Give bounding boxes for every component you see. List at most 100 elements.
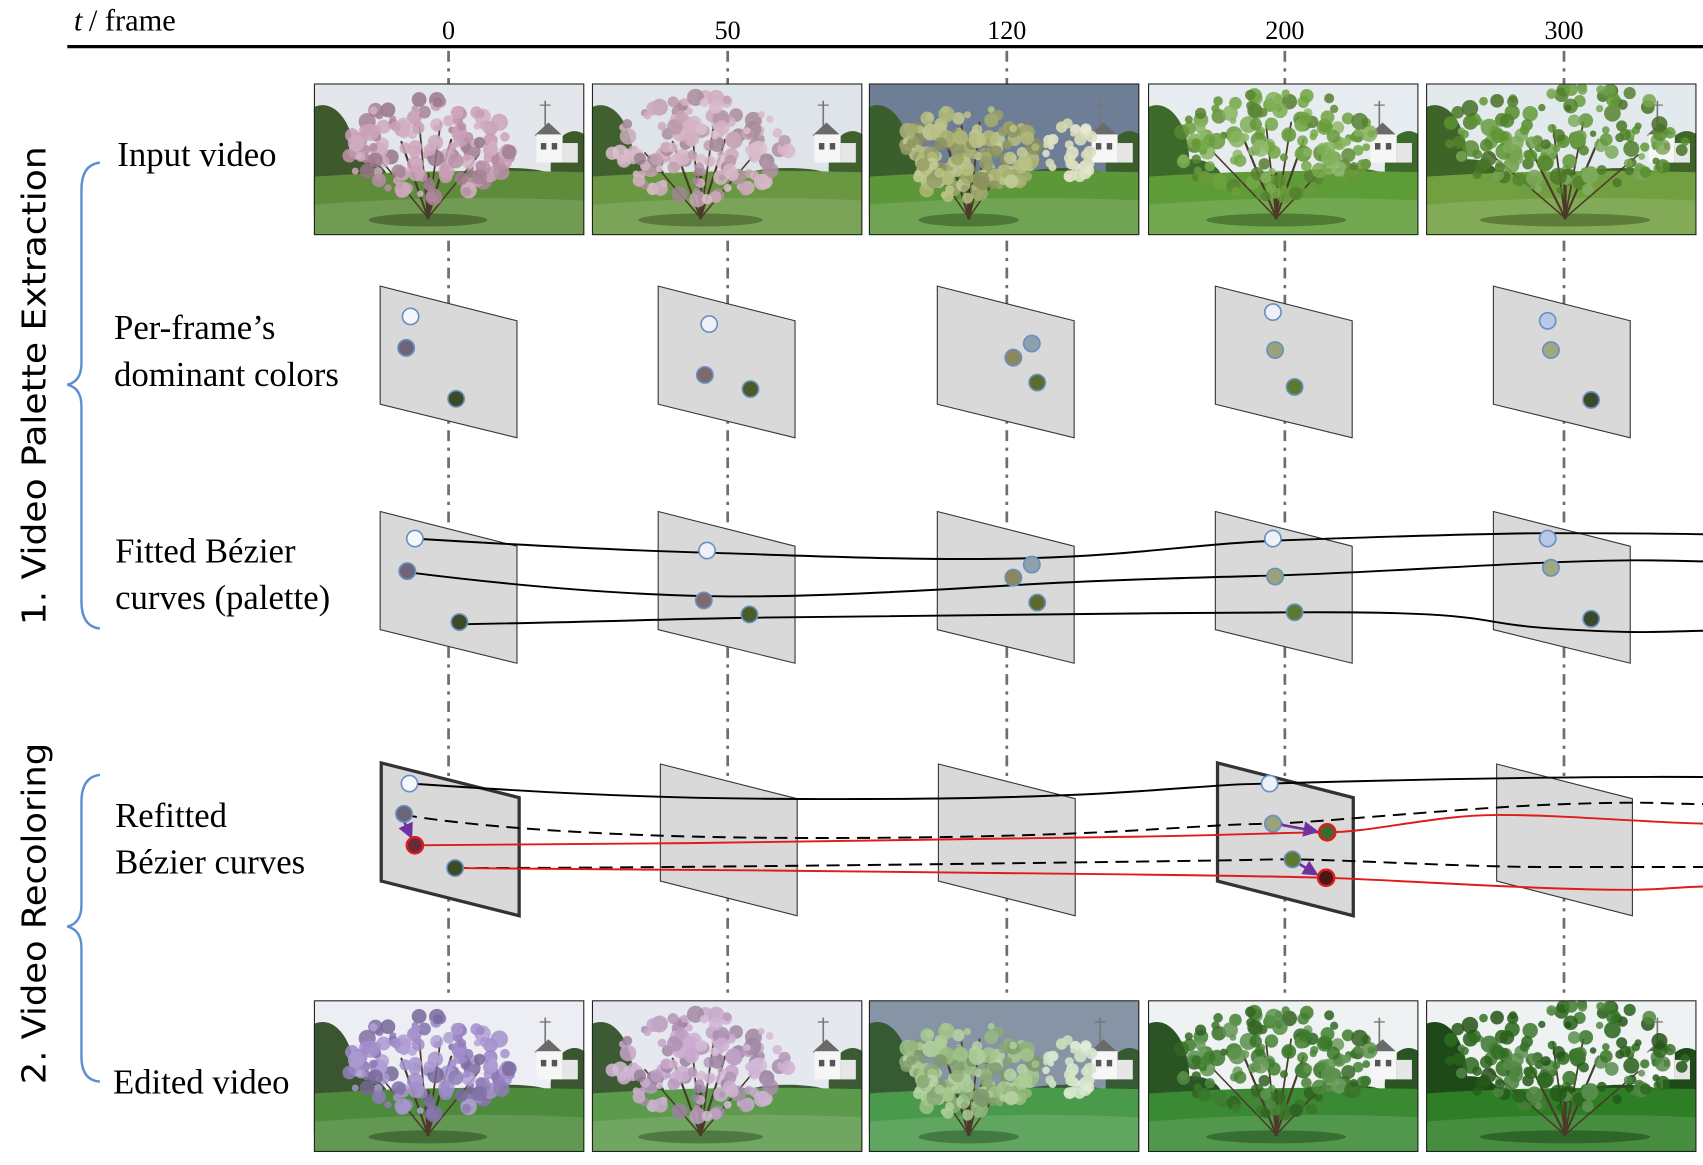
canopy-blossom: [701, 193, 713, 205]
canopy-blossom: [1546, 88, 1557, 99]
canopy-blossom: [1619, 1045, 1631, 1058]
canopy-blossom: [685, 1024, 693, 1032]
canopy-blossom: [462, 153, 471, 162]
photo-border: [591, 1000, 863, 1152]
input-video-frame-0: [313, 83, 585, 236]
canopy-blossom: [1654, 139, 1671, 155]
canopy-blossom: [934, 1084, 945, 1095]
canopy-blossom: [1634, 1039, 1642, 1047]
canopy-blossom: [490, 155, 500, 165]
canopy-blossom: [925, 1029, 934, 1038]
canopy-blossom: [342, 148, 357, 163]
canopy-blossom: [1016, 1063, 1028, 1075]
canopy-blossom: [1211, 1090, 1228, 1106]
canopy-blossom: [1443, 116, 1458, 130]
canopy-blossom: [391, 164, 406, 179]
house-annex: [1396, 1059, 1412, 1080]
house-window: [818, 1059, 825, 1067]
row-label-refitted-curves-line1: Refitted: [115, 796, 227, 835]
frame-tick-50: 50: [715, 16, 741, 45]
canopy-blossom: [1045, 1075, 1055, 1085]
canopy-blossom: [342, 1065, 357, 1080]
canopy-blossom: [1301, 160, 1312, 172]
canopy-blossom: [772, 1045, 783, 1055]
canopy-blossom: [1552, 1061, 1561, 1070]
canopy-blossom: [1264, 1034, 1279, 1048]
canopy-blossom: [699, 98, 709, 107]
canopy-blossom: [666, 118, 683, 135]
canopy-blossom: [739, 1099, 753, 1113]
tree-shadow: [918, 213, 1019, 227]
photo-content: [868, 1000, 1140, 1152]
canopy-blossom: [1082, 1083, 1091, 1092]
canopy-blossom: [1249, 1035, 1262, 1048]
canopy-blossom: [411, 1008, 427, 1024]
canopy-blossom: [355, 151, 366, 162]
tree-shadow: [918, 1130, 1019, 1144]
canopy-blossom: [1324, 1010, 1335, 1021]
canopy-blossom: [1191, 138, 1202, 149]
canopy-blossom: [945, 185, 955, 195]
canopy-blossom: [1260, 191, 1271, 202]
canopy-blossom: [689, 190, 707, 208]
canopy-blossom: [391, 1081, 406, 1096]
palette-dot: [450, 613, 469, 631]
house-window: [829, 1059, 836, 1067]
canopy-blossom: [1512, 1089, 1526, 1104]
house-window: [540, 1059, 547, 1067]
canopy-blossom: [1540, 1056, 1551, 1067]
dominant-color-dot: [1028, 373, 1047, 392]
canopy-blossom: [1316, 145, 1326, 155]
canopy-blossom: [1642, 93, 1657, 108]
canopy-blossom: [1508, 150, 1524, 166]
tree-canopy: [899, 106, 1043, 204]
palette-dot: [1541, 558, 1560, 577]
canopy-blossom: [1194, 107, 1207, 119]
canopy-blossom: [1534, 185, 1543, 193]
canopy-blossom: [969, 149, 979, 159]
canopy-blossom: [423, 1060, 436, 1073]
canopy-blossom: [1490, 93, 1504, 108]
canopy-blossom: [1303, 1064, 1313, 1074]
house-annex: [562, 143, 578, 163]
canopy-blossom: [1524, 149, 1538, 163]
canopy-blossom: [454, 1088, 468, 1102]
canopy-blossom: [1085, 1047, 1098, 1060]
canopy-blossom: [963, 111, 972, 119]
canopy-blossom: [762, 1078, 779, 1096]
canopy-blossom: [1599, 133, 1613, 146]
canopy-blossom: [718, 1091, 726, 1098]
canopy-blossom: [1043, 142, 1049, 149]
canopy-blossom: [633, 1069, 647, 1082]
canopy-blossom: [1297, 1052, 1308, 1064]
canopy-blossom: [1461, 1016, 1479, 1034]
canopy-blossom: [622, 118, 633, 129]
canopy-blossom: [1281, 1006, 1290, 1015]
canopy-blossom: [1352, 1061, 1364, 1073]
dominant-color-dot: [1004, 348, 1023, 367]
canopy-blossom: [1549, 1084, 1567, 1102]
canopy-blossom: [1211, 109, 1227, 124]
canopy-blossom: [433, 124, 441, 132]
color-plane-frame-0: [379, 285, 518, 439]
canopy-blossom: [704, 155, 716, 167]
canopy-blossom: [1070, 1047, 1077, 1054]
row-label-fitted-curves-line2: curves (palette): [115, 578, 330, 617]
canopy-blossom: [473, 136, 486, 149]
canopy-blossom: [1184, 1032, 1193, 1041]
canopy-blossom: [1606, 1009, 1621, 1025]
canopy-blossom: [418, 105, 431, 119]
canopy-blossom: [1074, 132, 1087, 146]
canopy-blossom: [1581, 167, 1599, 185]
house-window: [551, 143, 558, 150]
canopy-blossom: [997, 126, 1008, 137]
canopy-blossom: [1455, 150, 1467, 162]
canopy-blossom: [1045, 158, 1055, 168]
original-palette-dot: [1263, 814, 1282, 833]
canopy-blossom: [447, 142, 457, 151]
input-video-frame-4: [1426, 83, 1697, 236]
original-curve-dark-dashed: [455, 858, 1703, 870]
canopy-blossom: [667, 1013, 679, 1025]
input-video-frame-3: [1148, 83, 1419, 236]
canopy-blossom: [398, 127, 410, 139]
